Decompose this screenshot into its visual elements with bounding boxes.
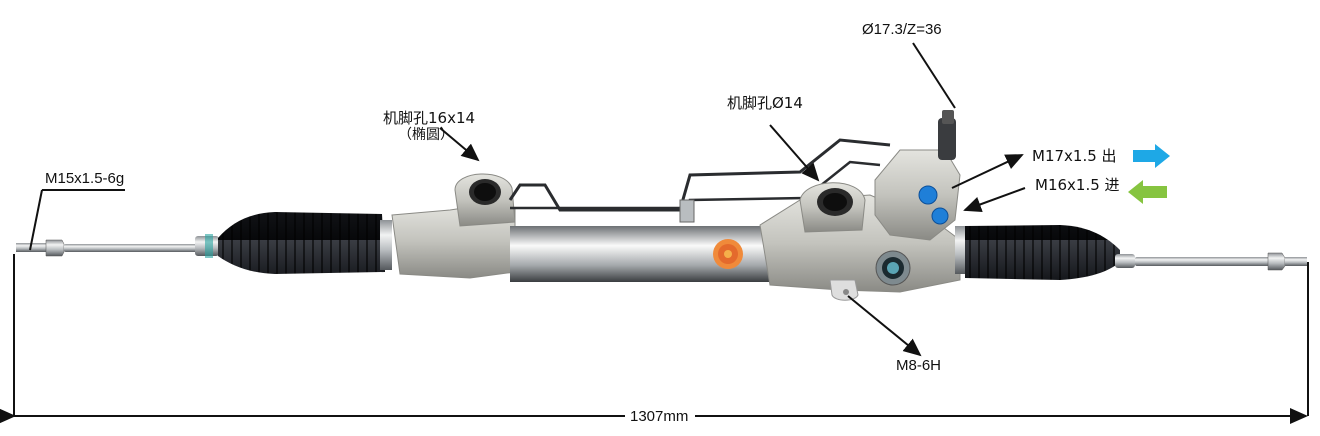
overall-length-label: 1307mm bbox=[630, 408, 689, 425]
left-housing bbox=[391, 173, 516, 279]
inlet-port-label: M16x1.5 进 bbox=[1035, 176, 1120, 194]
bracket-thread-label: M8-6H bbox=[896, 357, 942, 374]
overall-dimension-line bbox=[0, 254, 1309, 424]
hydraulic-pipes bbox=[508, 138, 891, 223]
right-bellows-boot bbox=[955, 225, 1120, 280]
tie-rod-thread-label: M15x1.5-6g bbox=[45, 170, 125, 187]
right-mount-hole-label: 机脚孔Ø14 bbox=[727, 94, 803, 112]
inlet-arrow-icon bbox=[1128, 180, 1167, 204]
outlet-port-label: M17x1.5 出 bbox=[1032, 147, 1117, 165]
outlet-port-cap bbox=[918, 185, 938, 205]
right-tie-rod bbox=[1115, 252, 1307, 271]
valve-housing bbox=[759, 110, 961, 301]
left-tie-rod bbox=[16, 234, 219, 258]
left-mount-hole-label: 机脚孔16x14 bbox=[383, 109, 476, 127]
pinion-spec-label: Ø17.3/Z=36 bbox=[862, 21, 942, 38]
outlet-arrow-icon bbox=[1133, 144, 1170, 168]
left-bellows-boot bbox=[218, 212, 392, 274]
left-mount-hole-sublabel: （椭圆） bbox=[398, 127, 454, 143]
logo-badge bbox=[713, 239, 743, 269]
inlet-port-cap bbox=[931, 207, 949, 225]
leader-lines bbox=[29, 42, 1026, 357]
